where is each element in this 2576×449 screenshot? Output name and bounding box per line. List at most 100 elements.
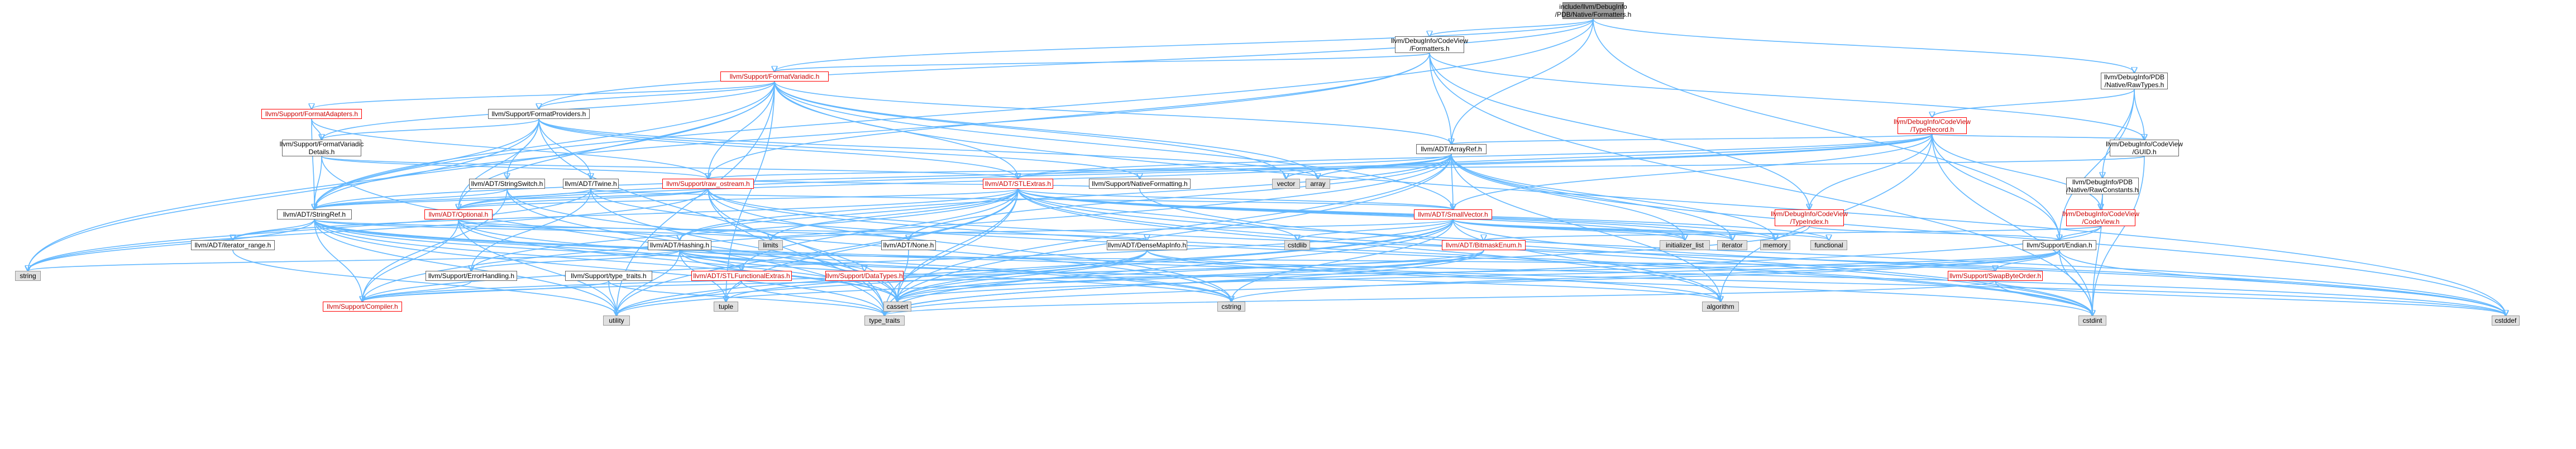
node-label: llvm/Support/raw_ostream.h	[666, 180, 750, 188]
edge-stlfunctionalextras-type_traits	[741, 280, 885, 316]
node-label: llvm/Support/FormatVariadic Details.h	[279, 140, 364, 156]
node-label: llvm/ADT/StringSwitch.h	[471, 180, 543, 188]
node-formatadapters[interactable]: llvm/Support/FormatAdapters.h	[261, 109, 362, 119]
node-smallvector[interactable]: llvm/ADT/SmallVector.h	[1414, 209, 1492, 219]
edge-smallvector-cstdlib	[1297, 219, 1454, 240]
node-datatypes[interactable]: llvm/Support/DataTypes.h	[825, 271, 904, 281]
edge-arrayref-smallvector	[1451, 154, 1453, 209]
edge-arrayref-hashing	[680, 154, 1452, 240]
node-cstddef: cstddef	[2492, 316, 2520, 326]
edge-cv_typeindex-endian	[1809, 226, 2059, 240]
node-tuple: tuple	[714, 302, 738, 312]
node-stlfunctionalextras[interactable]: llvm/ADT/STLFunctionalExtras.h	[691, 271, 792, 281]
node-label: llvm/ADT/STLFunctionalExtras.h	[693, 272, 790, 280]
node-label: llvm/ADT/ArrayRef.h	[1421, 145, 1482, 153]
node-twine[interactable]: llvm/ADT/Twine.h	[563, 179, 619, 189]
node-arrayref[interactable]: llvm/ADT/ArrayRef.h	[1416, 144, 1487, 154]
node-bitmaskenum[interactable]: llvm/ADT/BitmaskEnum.h	[1442, 240, 1526, 250]
node-label: llvm/DebugInfo/CodeView /TypeIndex.h	[1771, 210, 1848, 226]
edge-stringswitch-compiler	[362, 188, 508, 302]
node-typetraits_h[interactable]: llvm/Support/type_traits.h	[565, 271, 652, 281]
edge-stlextras-utility	[616, 188, 1019, 316]
edge-stringref-string	[28, 219, 315, 271]
edge-typerecord-cstdint	[1932, 133, 2092, 316]
node-cv_formatters[interactable]: llvm/DebugInfo/CodeView /Formatters.h	[1391, 36, 1468, 53]
edge-stlextras-cstdlib	[1017, 188, 1297, 240]
node-fvdetails[interactable]: llvm/Support/FormatVariadic Details.h	[279, 140, 364, 156]
node-label: llvm/Support/Compiler.h	[327, 303, 398, 311]
edge-typerecord-smallvector	[1453, 133, 1933, 209]
node-stlextras[interactable]: llvm/ADT/STLExtras.h	[983, 179, 1053, 189]
edge-root-endian	[1593, 18, 2059, 240]
node-endian[interactable]: llvm/Support/Endian.h	[2023, 240, 2096, 250]
node-iterator_range[interactable]: llvm/ADT/iterator_range.h	[191, 240, 275, 250]
edge-stringswitch-cstring	[506, 188, 1231, 302]
node-label: array	[1310, 180, 1326, 188]
node-typerecord[interactable]: llvm/DebugInfo/CodeView /TypeRecord.h	[1894, 117, 1971, 134]
node-raw_ostream[interactable]: llvm/Support/raw_ostream.h	[662, 179, 754, 189]
edge-pdb_rawtypes-typerecord	[1932, 89, 2135, 117]
node-pdb_rawconstants[interactable]: llvm/DebugInfo/PDB /Native/RawConstants.…	[2066, 178, 2139, 194]
edge-swapbyteorder-cstdint	[1995, 280, 2092, 316]
edge-typetraits_h-type_traits	[608, 280, 885, 316]
node-label: llvm/DebugInfo/PDB /Native/RawConstants.…	[2066, 178, 2139, 194]
node-label: llvm/Support/ErrorHandling.h	[428, 272, 515, 280]
edge-smallvector-type_traits	[885, 219, 1454, 316]
edge-optional-compiler	[362, 219, 459, 302]
node-label: limits	[763, 241, 778, 249]
node-label: cstdint	[2082, 317, 2102, 324]
edge-hashing-string	[28, 250, 680, 271]
edge-formatvariadic-raw_ostream	[708, 81, 775, 179]
node-root[interactable]: include/llvm/DebugInfo /PDB/Native/Forma…	[1555, 2, 1631, 19]
edge-stlextras-type_traits	[885, 188, 1019, 316]
edge-typerecord-cv_typeindex	[1809, 133, 1933, 209]
edge-pdb_rawtypes-endian	[2059, 89, 2135, 240]
edge-arrayref-iterator	[1451, 154, 1732, 240]
node-pdb_rawtypes[interactable]: llvm/DebugInfo/PDB /Native/RawTypes.h	[2101, 73, 2168, 89]
edge-endian-cstdint	[2059, 250, 2092, 316]
edge-stringref-algorithm	[314, 219, 1720, 302]
edge-stlextras-memory	[1017, 188, 1775, 240]
edge-optional-cassert	[458, 219, 897, 302]
edge-hashing-datatypes	[679, 250, 864, 271]
edge-typerecord-arrayref	[1451, 133, 1933, 144]
edge-formatproviders-array	[538, 118, 1318, 179]
edge-bitmaskenum-type_traits	[885, 250, 1484, 316]
edge-fvdetails-stringref	[314, 156, 322, 209]
edge-stlextras-iterator_range	[233, 188, 1019, 240]
node-label: vector	[1277, 180, 1296, 188]
edge-bitmaskenum-utility	[616, 250, 1484, 316]
edge-optional-none	[458, 219, 909, 240]
edge-typerecord-cv_codeview	[1932, 133, 2101, 209]
node-guid[interactable]: llvm/DebugInfo/CodeView /GUID.h	[2106, 140, 2183, 156]
node-swapbyteorder[interactable]: llvm/Support/SwapByteOrder.h	[1948, 271, 2043, 281]
node-errorhandling[interactable]: llvm/Support/ErrorHandling.h	[426, 271, 517, 281]
edge-formatproviders-nativeformatting	[538, 118, 1140, 179]
node-stringref[interactable]: llvm/ADT/StringRef.h	[277, 209, 352, 219]
edge-formatproviders-string	[28, 118, 539, 271]
edge-cv_formatters-formatvariadic	[775, 52, 1430, 71]
edge-optional-hashing	[458, 219, 680, 240]
node-optional[interactable]: llvm/ADT/Optional.h	[424, 209, 493, 219]
node-cv_codeview[interactable]: llvm/DebugInfo/CodeView /CodeView.h	[2062, 209, 2139, 226]
node-compiler[interactable]: llvm/Support/Compiler.h	[323, 302, 402, 312]
node-cv_typeindex[interactable]: llvm/DebugInfo/CodeView /TypeIndex.h	[1771, 209, 1848, 226]
edge-guid-raw_ostream	[708, 156, 2145, 179]
node-formatproviders[interactable]: llvm/Support/FormatProviders.h	[488, 109, 590, 119]
node-label: algorithm	[1707, 303, 1734, 311]
edge-cv_formatters-guid	[1429, 52, 2144, 140]
node-densemapinfo[interactable]: llvm/ADT/DenseMapInfo.h	[1107, 240, 1187, 250]
node-formatvariadic[interactable]: llvm/Support/FormatVariadic.h	[720, 71, 829, 82]
node-none[interactable]: llvm/ADT/None.h	[881, 240, 936, 250]
edge-pdb_rawtypes-guid	[2134, 89, 2144, 140]
node-hashing[interactable]: llvm/ADT/Hashing.h	[648, 240, 711, 250]
edge-root-cv_formatters	[1430, 18, 1594, 36]
edge-stlextras-hashing	[680, 188, 1019, 240]
edge-endian-cassert	[897, 250, 2060, 302]
node-label: iterator	[1722, 241, 1743, 249]
node-stringswitch[interactable]: llvm/ADT/StringSwitch.h	[469, 179, 545, 189]
edge-smallvector-memory	[1452, 219, 1775, 240]
edge-cv_codeview-bitmaskenum	[1484, 226, 2101, 240]
node-nativeformatting[interactable]: llvm/Support/NativeFormatting.h	[1089, 179, 1191, 189]
edge-root-arrayref	[1451, 18, 1594, 144]
